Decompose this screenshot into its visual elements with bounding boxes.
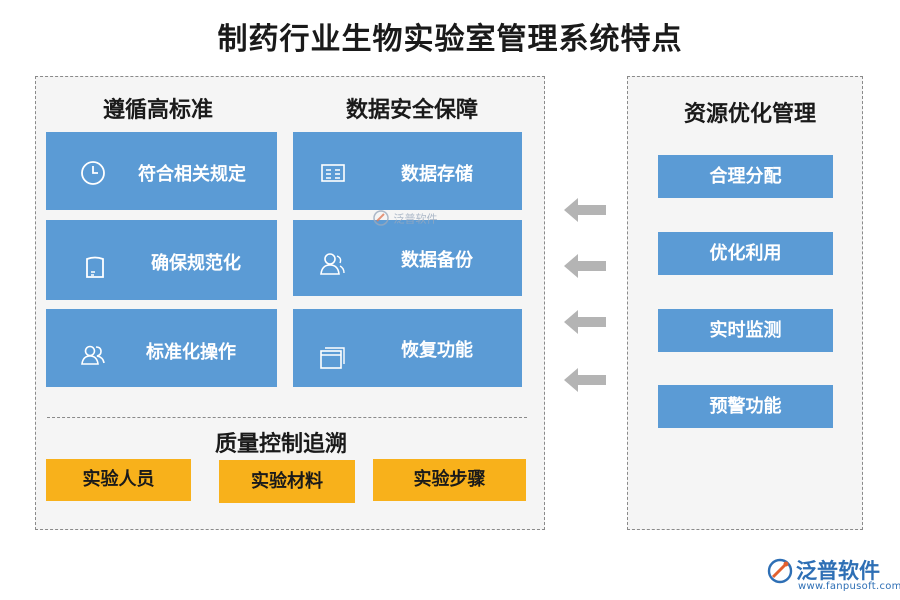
tile-data-storage: 数据存储 — [293, 132, 522, 210]
watermark-center: 泛普软件 — [372, 209, 438, 230]
tile-label: 恢复功能 — [401, 340, 473, 361]
right-panel — [627, 76, 863, 530]
tile-recovery: 恢复功能 — [293, 309, 522, 387]
tile-label: 数据存储 — [401, 164, 473, 185]
tile-standardization: 确保规范化 — [46, 220, 277, 300]
heading-high-standards: 遵循高标准 — [103, 97, 214, 123]
user-icon — [318, 250, 346, 278]
users-icon — [79, 341, 107, 369]
section-divider — [47, 417, 527, 418]
arrow-left-icon — [562, 195, 608, 225]
arrow-left-icon — [562, 307, 608, 337]
watermark-text: 泛普软件 — [393, 212, 438, 226]
quality-item-personnel: 实验人员 — [46, 459, 191, 501]
tile-standard-operation: 标准化操作 — [46, 309, 277, 387]
resource-item-allocation: 合理分配 — [658, 155, 833, 198]
arrow-left-icon — [562, 251, 608, 281]
list-icon — [319, 159, 347, 187]
logo-url: www.fanpusoft.com — [798, 581, 900, 592]
logo-icon — [766, 557, 794, 585]
window-icon — [318, 344, 346, 372]
tile-label: 符合相关规定 — [138, 164, 246, 185]
tile-label: 确保规范化 — [151, 253, 241, 274]
tile-data-backup: 数据备份 — [293, 220, 522, 296]
tile-label: 标准化操作 — [146, 342, 236, 363]
watermark-logo-icon — [372, 209, 390, 230]
quality-item-materials: 实验材料 — [219, 460, 355, 503]
logo-name: 泛普软件 — [796, 559, 880, 583]
heading-quality-trace: 质量控制追溯 — [215, 431, 348, 457]
clock-icon — [79, 159, 107, 187]
arrow-left-icon — [562, 365, 608, 395]
resource-item-warning: 预警功能 — [658, 385, 833, 428]
quality-item-steps: 实验步骤 — [373, 459, 526, 501]
document-icon — [81, 253, 109, 281]
resource-item-monitoring: 实时监测 — [658, 309, 833, 352]
heading-resource-optimization: 资源优化管理 — [684, 101, 817, 127]
resource-item-utilization: 优化利用 — [658, 232, 833, 275]
tile-compliance: 符合相关规定 — [46, 132, 277, 210]
brand-logo: 泛普软件 www.fanpusoft.com — [766, 555, 900, 595]
tile-label: 数据备份 — [401, 250, 473, 271]
heading-data-security: 数据安全保障 — [346, 97, 479, 123]
page-title: 制药行业生物实验室管理系统特点 — [217, 22, 683, 57]
